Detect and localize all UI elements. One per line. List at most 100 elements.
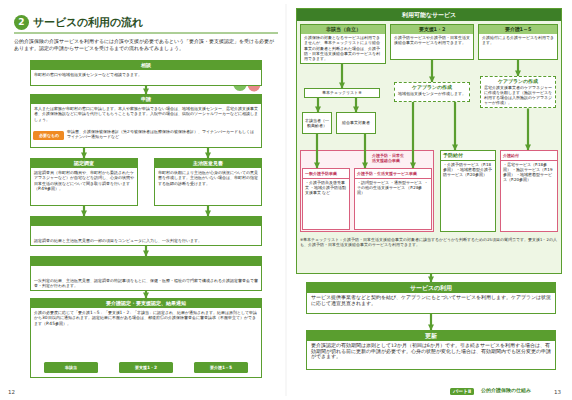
flow-arrow: [145, 86, 147, 94]
box-heading: 非該当: [44, 362, 98, 373]
flow-arrow: [83, 206, 85, 216]
process-box: 認定調査認定調査員（市町村の職員や、市町村から委託されたケアマネジャーなど）が自…: [30, 158, 138, 206]
tag-box: 必要なもの: [33, 131, 64, 140]
box-heading: 要介護1～5: [479, 25, 557, 34]
box-heading: 非該当（自立）: [301, 25, 385, 34]
box-heading: 介護予防・日常生活支援総合事業: [372, 153, 407, 163]
box-heading: ケアプランの作成: [395, 83, 469, 90]
box-heading: 総合事業対象者: [337, 119, 375, 127]
service-box: 一般介護予防事業・介護予防普及啓発事業 ・地域介護予防活動支援事業 など: [302, 168, 350, 230]
status-box: 総合事業対象者: [336, 112, 376, 134]
box-text: 介護予防サービスや介護予防・日常生活支援総合事業のサービスを利用できます。: [391, 34, 473, 48]
flow-arrow: [83, 148, 85, 158]
result-box: 非該当: [44, 362, 98, 373]
part-name: 公的介護保険の仕組み: [481, 388, 531, 394]
process-box: 更新要介護認定の有効期間は原則として12か月（初回は6か月）です。引き続きサービ…: [306, 330, 556, 370]
box-text: 一次判定の結果、主治医意見書、認定調査の特記事項をもとに、保健・医療・福祉の専門…: [31, 276, 261, 290]
box-text: 申請書、介護保険被保険者証（第2号被保険者は医療保険の被保険者証）、マイナンバー…: [67, 129, 257, 140]
result-box: 要支援1・2: [119, 362, 173, 373]
page-number: 12: [8, 389, 15, 396]
box-text: ・介護予防サービス（P.18参照） ・地域密着型介護予防サービス（P.20参照）: [441, 161, 495, 179]
flow-arrow: [145, 246, 147, 257]
process-box: 主治医意見書市町村の依頼により主治医が心身の状況についての意見書を作成します。主…: [154, 158, 262, 206]
flow-arrow: [454, 102, 456, 150]
box-heading: 主治医意見書: [155, 159, 261, 168]
process-box: サービスの利用サービス提供事業者などと契約を結び、ケアプランにもとづいてサービス…: [306, 282, 556, 314]
box-text: 本人または家族が市町村の窓口に申請します。本人や家族が申請できない場合は、地域包…: [31, 104, 261, 124]
flow-arrow: [207, 206, 209, 216]
checklist-box: 基本チェックリスト※: [304, 88, 380, 98]
service-panel: 利用可能なサービス非該当（自立）介護保険の対象となるサービスは利用できませんが、…: [296, 8, 562, 274]
box-text: 認定調査の結果と主治医意見書の一部の項目をコンピュータに入力し、一次判定を行いま…: [31, 236, 261, 245]
flow-arrow: [207, 148, 209, 158]
box-heading: 認定調査: [31, 159, 137, 168]
box-heading: 非該当者（一般高齢者）: [303, 117, 331, 130]
box-heading: 申請: [31, 95, 261, 104]
box-text: （介護認定審査会）: [138, 266, 174, 275]
flow-arrow: [430, 314, 432, 330]
flow-arrow: [316, 134, 318, 168]
box-heading: 一次判定: [110, 226, 130, 235]
box-heading: ケアプランの作成: [481, 77, 555, 84]
page-title: サービスの利用の流れ: [33, 16, 143, 30]
box-heading: 利用可能なサービス: [297, 9, 561, 21]
box-heading: サービスの利用: [307, 283, 555, 293]
box-text: 介護の必要度に応じて「要介護1～5」「要支援1・2」「非該当」に認定され、結果が…: [31, 308, 261, 328]
box-heading: 要介護1～5: [194, 362, 248, 373]
box-heading: 一般介護予防事業: [303, 169, 349, 179]
process-box: 二次判定（介護認定審査会）一次判定の結果、主治医意見書、認定調査の特記事項をもと…: [30, 256, 262, 291]
service-box: 介護予防・生活支援サービス事業・訪問型サービス ・通所型サービス ・その他の生活…: [354, 168, 432, 230]
page-fold: [286, 4, 287, 396]
careplan-box: ケアプランの作成居宅介護支援事業者のケアマネジャーに作成を依頼します（施設サービ…: [480, 76, 556, 108]
flow-arrow: [341, 64, 343, 88]
process-box: 一次判定（コンピュータによる判定）認定調査の結果と主治医意見書の一部の項目をコン…: [30, 216, 262, 246]
box-heading: 基本チェックリスト※: [305, 89, 379, 97]
part-tag: パートⅡ: [450, 388, 474, 395]
flow-arrow: [527, 108, 529, 150]
box-text: 介護給付による介護サービスを利用できます。: [479, 34, 557, 48]
flow-arrow: [145, 291, 147, 298]
flow-arrow: [364, 134, 366, 168]
box-heading: 必要なもの: [33, 131, 64, 140]
box-text: 認定調査員（市町村の職員や、市町村から委託されたケアマネジャーなど）が自宅などを…: [31, 168, 137, 193]
careplan-box: ケアプランの作成地域包括支援センターが作成します。: [394, 82, 470, 102]
box-heading: 相談: [31, 61, 261, 70]
flow-arrow: [430, 274, 432, 282]
box-text: 介護保険の対象となるサービスは利用できませんが、基本チェックリストにより総合事業…: [301, 34, 385, 63]
section-number: 2: [14, 15, 29, 30]
title-rule: [14, 33, 278, 34]
category-box: 要介護1～5介護給付による介護サービスを利用できます。: [478, 24, 558, 60]
process-box: 要介護認定・要支援認定、結果通知介護の必要度に応じて「要介護1～5」「要支援1・…: [30, 298, 262, 378]
box-heading: 要介護認定・要支援認定、結果通知: [31, 299, 261, 308]
intro-text: 公的介護保険の介護サービスを利用するには介護や支援が必要であるという「要介護・要…: [14, 38, 276, 51]
result-box: 要介護1～5: [194, 362, 248, 373]
box-text: 要介護認定の有効期間は原則として12か月（初回は6か月）です。引き続きサービスを…: [307, 341, 555, 362]
page-number: 13: [554, 389, 561, 396]
flow-arrow: [431, 60, 433, 82]
box-text: ・居宅サービス（P.18参照） ・施設サービス（P.19参照） ・地域密着型サー…: [501, 161, 557, 184]
box-text: 地域包括支援センターが作成します。: [395, 90, 469, 98]
flow-arrow: [517, 60, 519, 76]
process-box: 申請本人または家族が市町村の窓口に申請します。本人や家族が申請できない場合は、地…: [30, 94, 262, 148]
box-text: ・介護予防普及啓発事業 ・地域介護予防活動支援事業 など: [303, 179, 349, 197]
category-box: 非該当（自立）介護保険の対象となるサービスは利用できませんが、基本チェックリスト…: [300, 24, 386, 64]
box-heading: 予防給付: [441, 151, 495, 161]
box-text: （コンピュータによる判定）: [130, 226, 182, 235]
flow-arrow: [317, 98, 319, 112]
box-heading: 介護給付: [501, 151, 557, 161]
box-text: 居宅介護支援事業者のケアマネジャーに作成を依頼します（施設サービスを利用する場合…: [481, 84, 555, 107]
flow-arrow: [412, 102, 414, 168]
box-text: サービス提供事業者などと契約を結び、ケアプランにもとづいてサービスを利用します。…: [307, 293, 555, 308]
box-heading: 介護予防・生活支援サービス事業: [355, 169, 431, 179]
box-heading: 要支援1・2: [119, 362, 173, 373]
box-heading: 更新: [307, 331, 555, 341]
box-text: ・訪問型サービス ・通所型サービス ・その他の生活支援サービス （P.28参照）: [355, 179, 431, 197]
box-heading: 要支援1・2: [391, 25, 473, 34]
box-text: 市町村の依頼により主治医が心身の状況についての意見書を作成します。主治医がいない…: [155, 168, 261, 188]
category-box: 要支援1・2介護予防サービスや介護予防・日常生活支援総合事業のサービスを利用でき…: [390, 24, 474, 60]
service-box: 予防給付・介護予防サービス（P.18参照） ・地域密着型介護予防サービス（P.2…: [440, 150, 496, 232]
box-text: 市町村の窓口や地域包括支援センターなどで相談できます。: [31, 70, 261, 79]
footnote: ※基本チェックリスト：介護予防・日常生活支援総合事業の対象者に該当するかどうかを…: [300, 238, 558, 248]
box-heading: 二次判定: [118, 266, 138, 275]
